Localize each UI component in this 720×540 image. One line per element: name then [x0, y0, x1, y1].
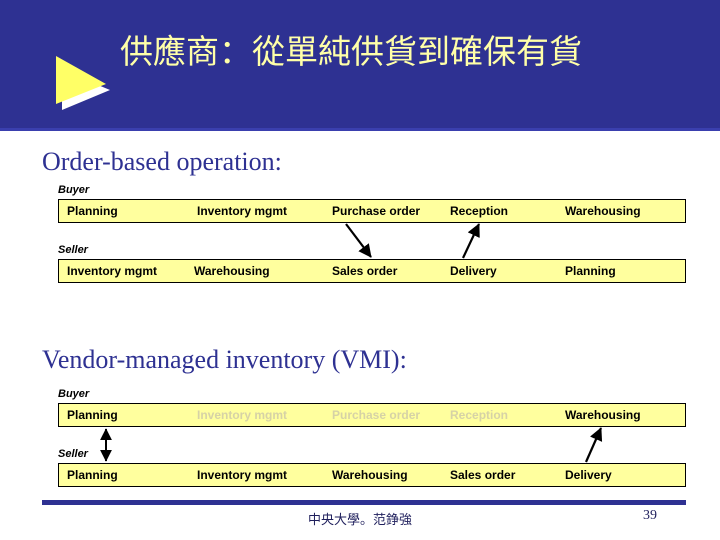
process-cell[interactable]: Sales order	[332, 264, 398, 278]
process-cell[interactable]: Inventory mgmt	[197, 408, 288, 422]
process-cell[interactable]: Inventory mgmt	[197, 204, 288, 218]
slide-header-band	[0, 0, 720, 128]
process-cell[interactable]: Planning	[565, 264, 616, 278]
process-cell[interactable]: Warehousing	[565, 408, 641, 422]
process-cell[interactable]: Sales order	[450, 468, 516, 482]
section-heading-vmi: Vendor-managed inventory (VMI):	[42, 345, 407, 374]
process-cell[interactable]: Planning	[67, 204, 118, 218]
process-cell[interactable]: Planning	[67, 408, 118, 422]
process-cell[interactable]: Warehousing	[332, 468, 408, 482]
role-label-buyer-vmi: Buyer	[58, 388, 90, 400]
role-label-seller-vmi: Seller	[58, 448, 88, 460]
process-cell[interactable]: Warehousing	[194, 264, 270, 278]
section-heading-order-based: Order-based operation:	[42, 147, 282, 176]
process-cell[interactable]: Reception	[450, 204, 509, 218]
delivery-to-reception-arrow	[462, 223, 480, 259]
slide-page-number: 39	[643, 508, 657, 523]
footer-divider	[42, 500, 686, 505]
footer-attribution: 中央大學。范錚強	[307, 513, 412, 528]
process-bar-seller-order-based: Inventory mgmt Warehousing Sales order D…	[58, 259, 686, 283]
process-cell[interactable]: Delivery	[450, 264, 497, 278]
process-cell[interactable]: Inventory mgmt	[197, 468, 288, 482]
process-cell[interactable]: Delivery	[565, 468, 612, 482]
process-cell[interactable]: Reception	[450, 408, 509, 422]
slide-title: 供應商：從單純供貨到確保有貨	[120, 32, 582, 71]
purchase-order-to-sales-order-arrow	[345, 223, 372, 258]
triangle-play-icon	[56, 56, 110, 110]
process-cell[interactable]: Planning	[67, 468, 118, 482]
process-cell[interactable]: Warehousing	[565, 204, 641, 218]
delivery-to-warehousing-arrow	[584, 427, 603, 463]
process-cell[interactable]: Inventory mgmt	[67, 264, 158, 278]
process-bar-buyer-vmi: Planning Inventory mgmt Purchase order R…	[58, 403, 686, 427]
role-label-seller-order-based: Seller	[58, 244, 88, 256]
process-cell[interactable]: Purchase order	[332, 408, 421, 422]
process-bar-seller-vmi: Planning Inventory mgmt Warehousing Sale…	[58, 463, 686, 487]
header-underline	[0, 128, 720, 131]
process-bar-buyer-order-based: Planning Inventory mgmt Purchase order R…	[58, 199, 686, 223]
process-cell[interactable]: Purchase order	[332, 204, 421, 218]
role-label-buyer-order-based: Buyer	[58, 184, 90, 196]
